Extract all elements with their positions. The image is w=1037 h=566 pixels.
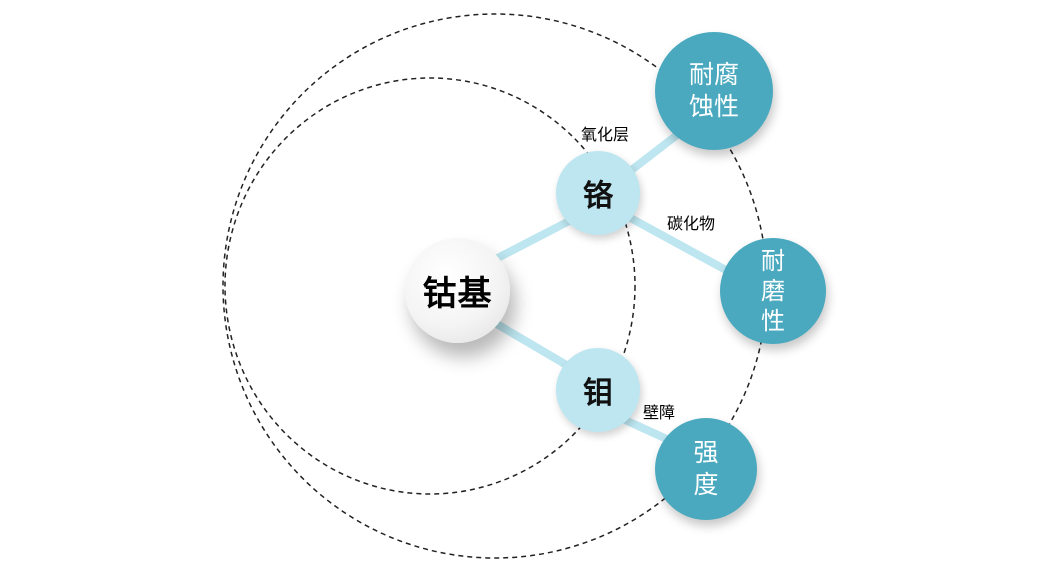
wear-label-line2: 磨 [761,277,785,305]
wear-label-line3: 性 [761,307,785,335]
link-label-carbide: 碳化物 [667,214,716,233]
inner-dashed-ring [224,77,636,495]
center-node-cobalt-base: 钴基 [405,238,510,343]
node-chromium: 铬 [556,151,640,235]
node-molybdenum: 钼 [556,348,640,432]
connector-center-molybdenum [487,316,578,374]
node-corrosion-resistance: 耐腐 蚀性 [655,32,773,150]
link-label-barrier: 壁障 [643,403,676,422]
link-label-oxide-layer: 氧化层 [581,125,630,144]
strength-label-line2: 度 [693,470,719,499]
center-node-label: 钴基 [422,274,493,314]
strength-label-line1: 强 [693,438,719,467]
corrosion-label-line2: 蚀性 [688,92,739,121]
molybdenum-label: 钼 [583,376,613,411]
connector-center-chromium [488,214,577,266]
corrosion-label-line1: 耐腐 [688,60,739,89]
node-wear-resistance: 耐 磨 性 [720,238,826,344]
node-strength: 强 度 [655,418,757,520]
chromium-label: 铬 [583,179,613,214]
connector-chromium-wear [623,211,737,279]
wear-label-line1: 耐 [761,247,785,275]
